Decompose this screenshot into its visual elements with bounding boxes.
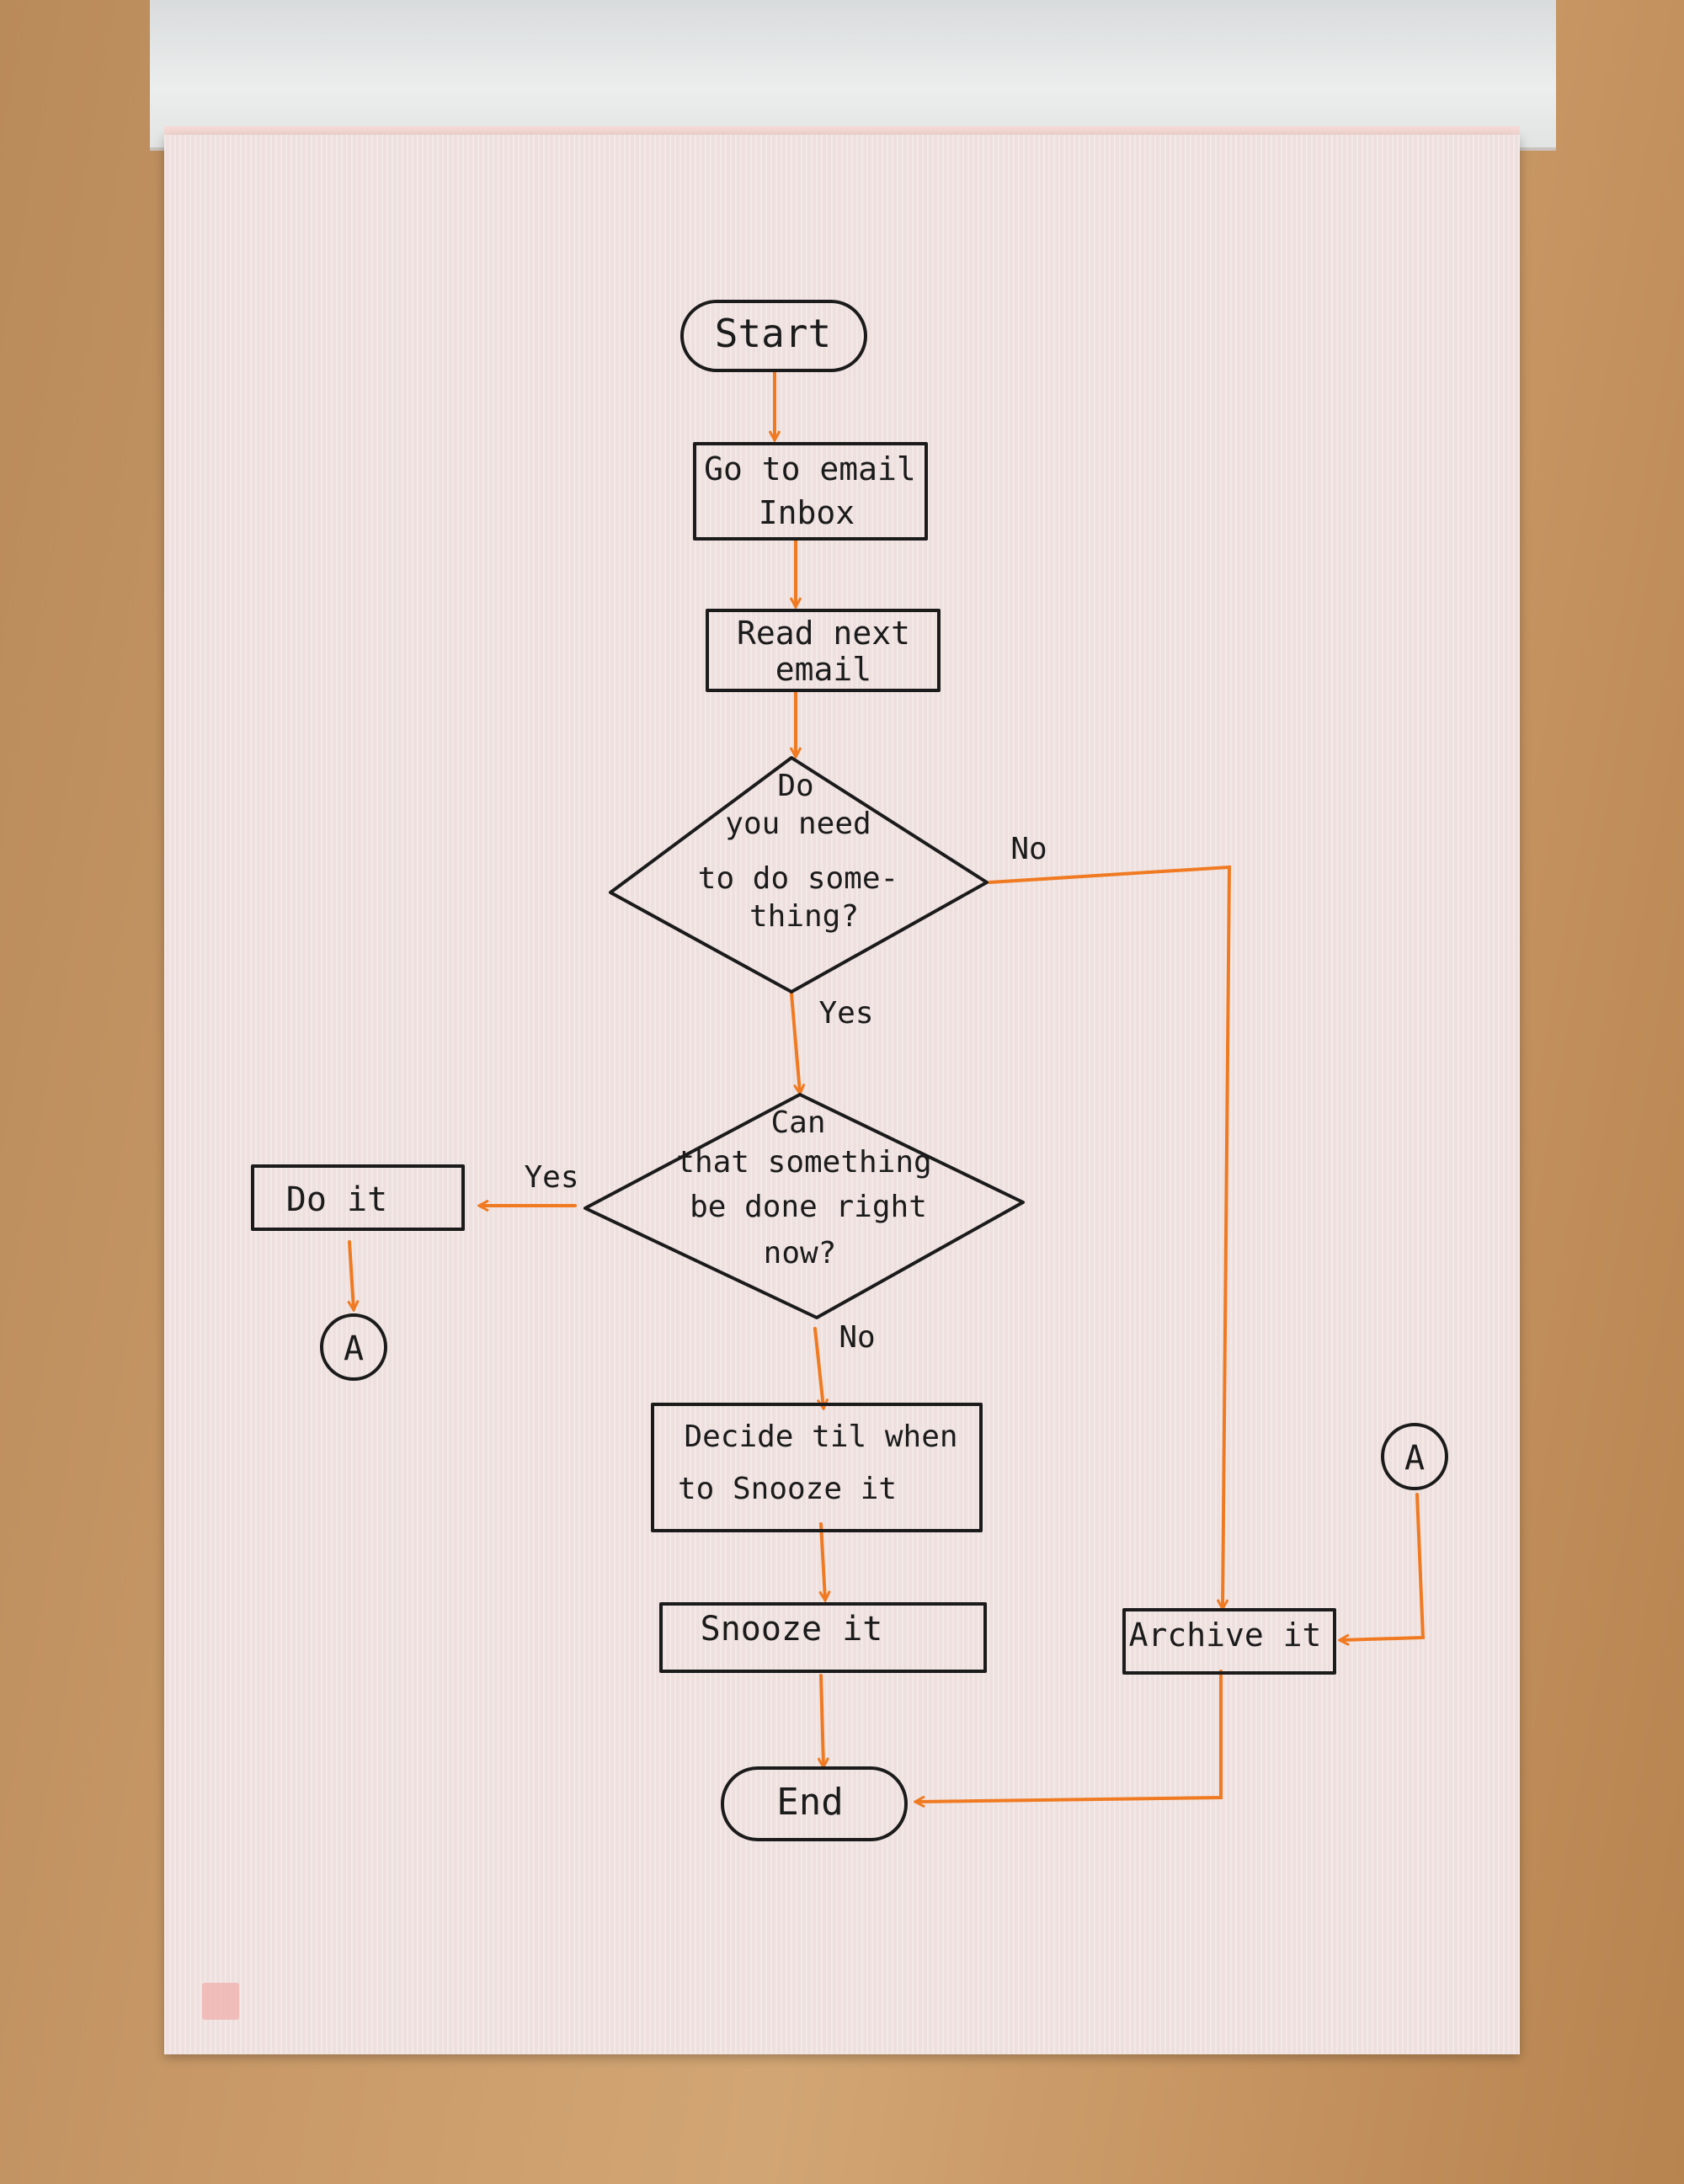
- decide-process-box: [651, 1403, 983, 1532]
- end-label: End: [776, 1781, 843, 1824]
- connector-a-left-label: A: [344, 1329, 364, 1368]
- now-label-line3: be done right: [690, 1190, 927, 1224]
- inbox-label-line2: Inbox: [759, 494, 855, 531]
- now-label-line4: now?: [764, 1236, 837, 1270]
- need-decision-diamond: [609, 756, 989, 993]
- end-terminator: [721, 1766, 908, 1841]
- edge-need-no-to-archive: [988, 865, 1232, 1608]
- edge-label-need-yes: Yes: [818, 996, 873, 1031]
- now-label-line1: Can: [770, 1105, 825, 1140]
- read-label-line2: email: [775, 651, 871, 688]
- doit-process-box: [251, 1164, 465, 1231]
- edge-label-now-no: No: [839, 1320, 875, 1355]
- start-label: Start: [715, 311, 831, 356]
- paper-sheet: [164, 135, 1520, 2054]
- edge-a-to-archive: [1340, 1493, 1426, 1640]
- edge-decide-to-snooze: [821, 1522, 825, 1600]
- edge-archive-to-end: [916, 1670, 1223, 1802]
- snooze-label: Snooze it: [701, 1610, 883, 1649]
- doit-label: Do it: [286, 1180, 387, 1219]
- edge-label-need-no: No: [1010, 832, 1047, 866]
- flow-edges: [349, 369, 1426, 1802]
- seal-stamp: [202, 1983, 239, 2020]
- edge-need-yes-to-now: [790, 992, 800, 1093]
- now-decision-diamond: [584, 1093, 1025, 1319]
- edge-doit-to-a: [349, 1240, 354, 1309]
- need-label-line2: you need: [725, 807, 871, 841]
- archive-label: Archive it: [1129, 1617, 1322, 1654]
- decide-label-line1: Decide til when: [684, 1420, 957, 1454]
- connector-a-left: [320, 1313, 387, 1381]
- inbox-label-line1: Go to email: [704, 450, 916, 487]
- snooze-process-box: [659, 1602, 987, 1673]
- connector-a-right-label: A: [1404, 1439, 1425, 1478]
- need-label-line1: Do: [777, 769, 813, 803]
- need-label-line3: to do some-: [698, 861, 898, 896]
- now-label-line2: that something: [676, 1145, 931, 1180]
- archive-process-box: [1122, 1608, 1336, 1675]
- decide-label-line2: to Snooze it: [678, 1472, 897, 1506]
- edge-snooze-to-end: [821, 1674, 823, 1766]
- read-label-line1: Read next: [737, 615, 910, 652]
- connector-a-right: [1381, 1423, 1448, 1490]
- read-process-box: [706, 609, 941, 692]
- start-terminator: [680, 300, 867, 372]
- need-label-line4: thing?: [749, 899, 859, 934]
- edge-now-no-to-decide: [813, 1327, 823, 1408]
- edge-label-now-yes: Yes: [524, 1160, 578, 1195]
- inbox-process-box: [693, 442, 928, 541]
